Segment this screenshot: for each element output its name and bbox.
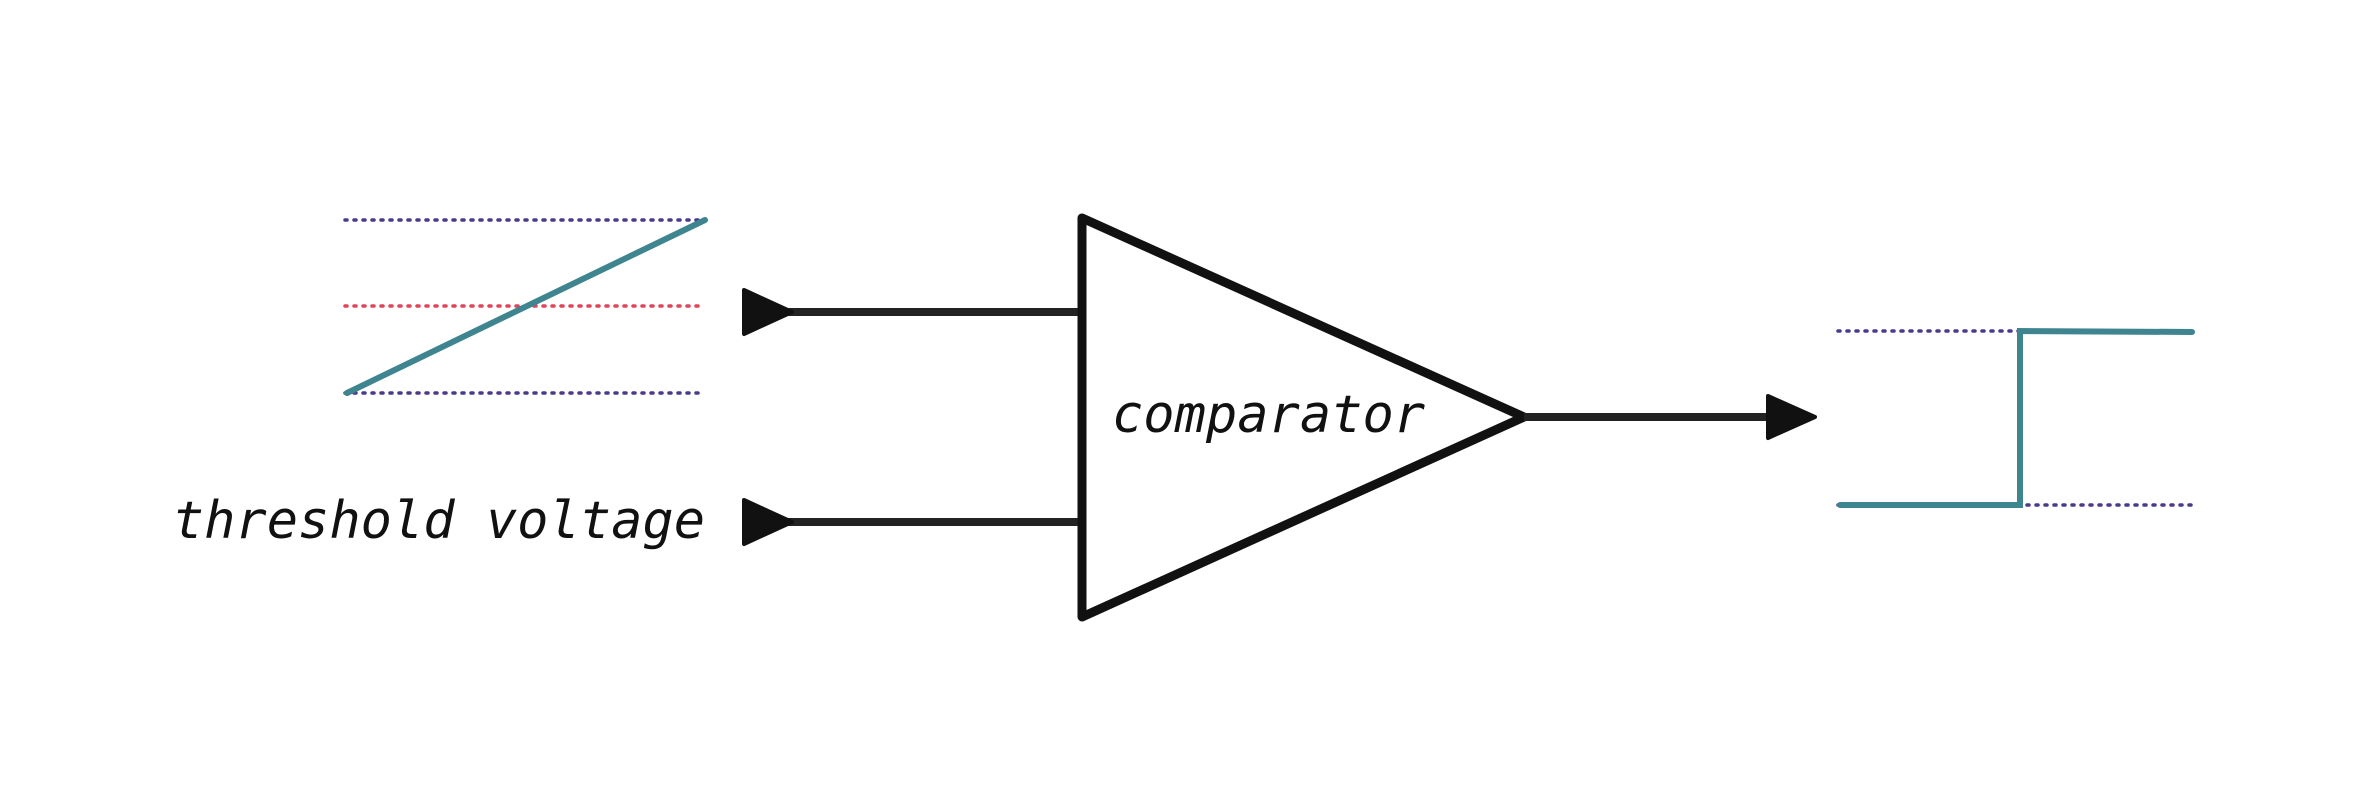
threshold-voltage-label: threshold voltage [173, 491, 705, 551]
output-arrowhead [1766, 394, 1817, 440]
input-ramp-waveform [343, 217, 708, 396]
comparator-label: comparator [1112, 385, 1425, 445]
input-ramp-signal [344, 217, 708, 396]
threshold-input-wire [742, 498, 1082, 546]
output-step-waveform [1836, 327, 2197, 508]
output-wire [1524, 394, 1817, 440]
signal-input-wire [742, 288, 1082, 336]
threshold-input-arrowhead [742, 498, 794, 546]
signal-input-arrowhead [742, 288, 794, 336]
output-step-signal [1837, 327, 2195, 508]
comparator-triangle [1077, 213, 1529, 622]
